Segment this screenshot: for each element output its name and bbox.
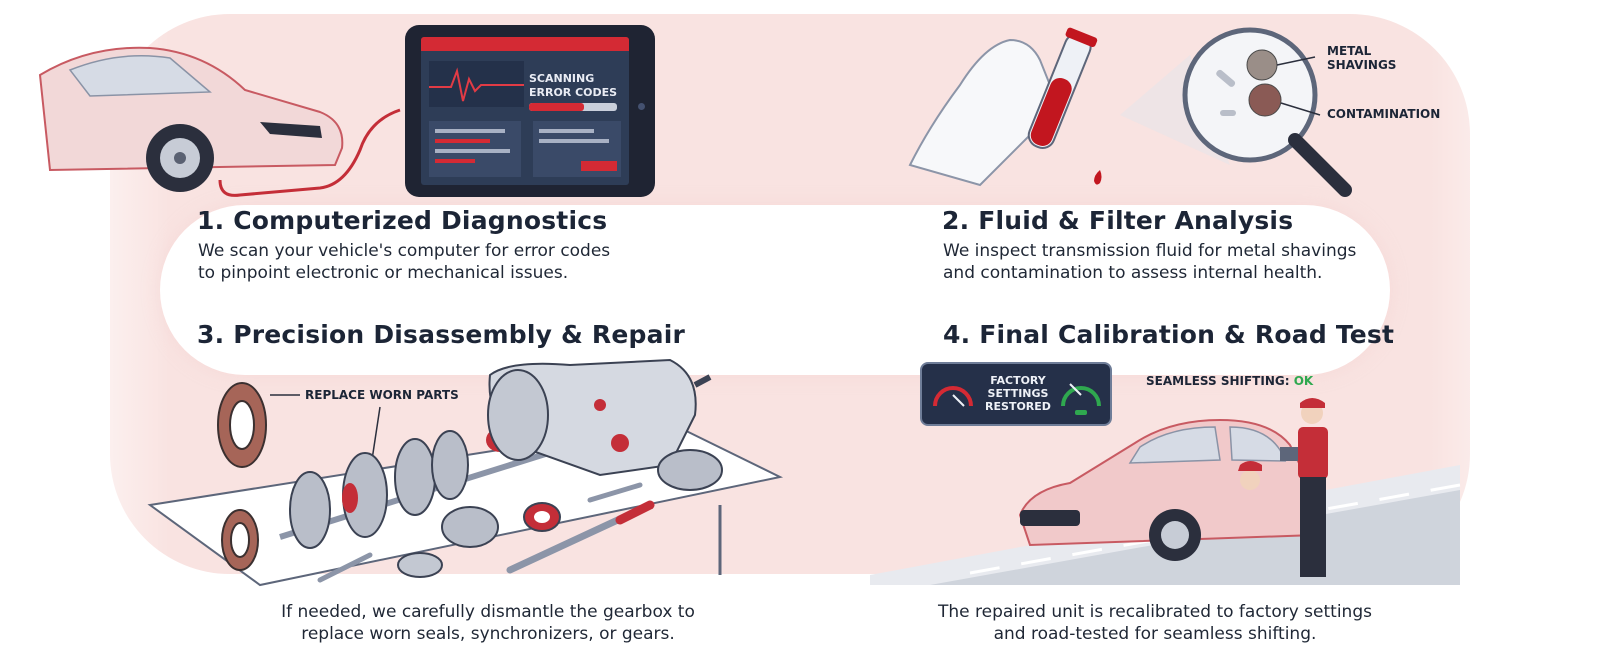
calibration-text: FACTORY SETTINGS RESTORED <box>984 374 1052 413</box>
step-2-title: 2. Fluid & Filter Analysis <box>942 206 1294 235</box>
left-gauge-icon <box>933 386 973 407</box>
calibration-line2: SETTINGS <box>987 387 1049 400</box>
gearbox-parts-icon <box>147 358 784 587</box>
tablet-screen: SCANNING ERROR CODES <box>421 37 629 185</box>
diagnostic-tablet-icon: SCANNING ERROR CODES <box>405 25 655 197</box>
tablet-header-bar <box>421 37 629 51</box>
contamination-label: CONTAMINATION <box>1327 107 1440 121</box>
test-tube-magnifier-icon <box>908 27 1352 197</box>
contamination-text: CONTAMINATION <box>1327 107 1441 121</box>
step-3-title: 3. Precision Disassembly & Repair <box>197 320 685 349</box>
scan-progress-panel <box>429 103 621 177</box>
calibration-panel: FACTORY SETTINGS RESTORED <box>920 362 1112 426</box>
car-diagnostic-icon <box>38 46 401 197</box>
replace-worn-parts-text: REPLACE WORN PARTS <box>305 388 459 402</box>
right-gauge-icon <box>1061 383 1101 415</box>
ok-status-badge: OK <box>1293 374 1314 388</box>
step-2-desc-line1: We inspect transmission fluid for metal … <box>943 241 1357 261</box>
scanning-line2: ERROR CODES <box>529 86 618 99</box>
step-1-desc-line2: to pinpoint electronic or mechanical iss… <box>198 263 569 283</box>
step-1-description: We scan your vehicle's computer for erro… <box>198 240 610 284</box>
scanning-line1: SCANNING <box>529 72 595 85</box>
step-2-description: We inspect transmission fluid for metal … <box>943 240 1356 284</box>
step-3-desc-line1: If needed, we carefully dismantle the ge… <box>281 602 695 622</box>
step-4-description: The repaired unit is recalibrated to fac… <box>910 601 1400 645</box>
bottom-area <box>0 575 1600 663</box>
scanning-label: SCANNING ERROR CODES <box>529 72 617 100</box>
tablet-home-button <box>638 103 645 110</box>
heartbeat-wave-icon <box>429 61 524 107</box>
replace-worn-parts-label: REPLACE WORN PARTS <box>305 388 459 402</box>
step-4-title: 4. Final Calibration & Road Test <box>943 320 1395 349</box>
metal-shavings-line1: METAL <box>1327 44 1372 58</box>
calibration-line3: RESTORED <box>985 400 1051 413</box>
step-4-desc-line2: and road-tested for seamless shifting. <box>993 624 1317 644</box>
calibration-line1: FACTORY <box>990 374 1046 387</box>
metal-shavings-line2: SHAVINGS <box>1327 58 1397 72</box>
center-band <box>160 205 1390 375</box>
step-2-desc-line2: and contamination to assess internal hea… <box>943 263 1323 283</box>
step-3-desc-line2: replace worn seals, synchronizers, or ge… <box>301 624 675 644</box>
step-1-title: 1. Computerized Diagnostics <box>197 206 608 235</box>
step-3-description: If needed, we carefully dismantle the ge… <box>228 601 748 645</box>
step-1-desc-line1: We scan your vehicle's computer for erro… <box>198 241 611 261</box>
metal-shavings-label: METAL SHAVINGS <box>1327 44 1396 72</box>
seamless-shifting-label: SEAMLESS SHIFTING: <box>1146 374 1290 388</box>
seamless-shifting-status: SEAMLESS SHIFTING: OK <box>1146 374 1313 388</box>
road-test-car-icon <box>870 398 1461 585</box>
step-4-desc-line1: The repaired unit is recalibrated to fac… <box>938 602 1372 622</box>
